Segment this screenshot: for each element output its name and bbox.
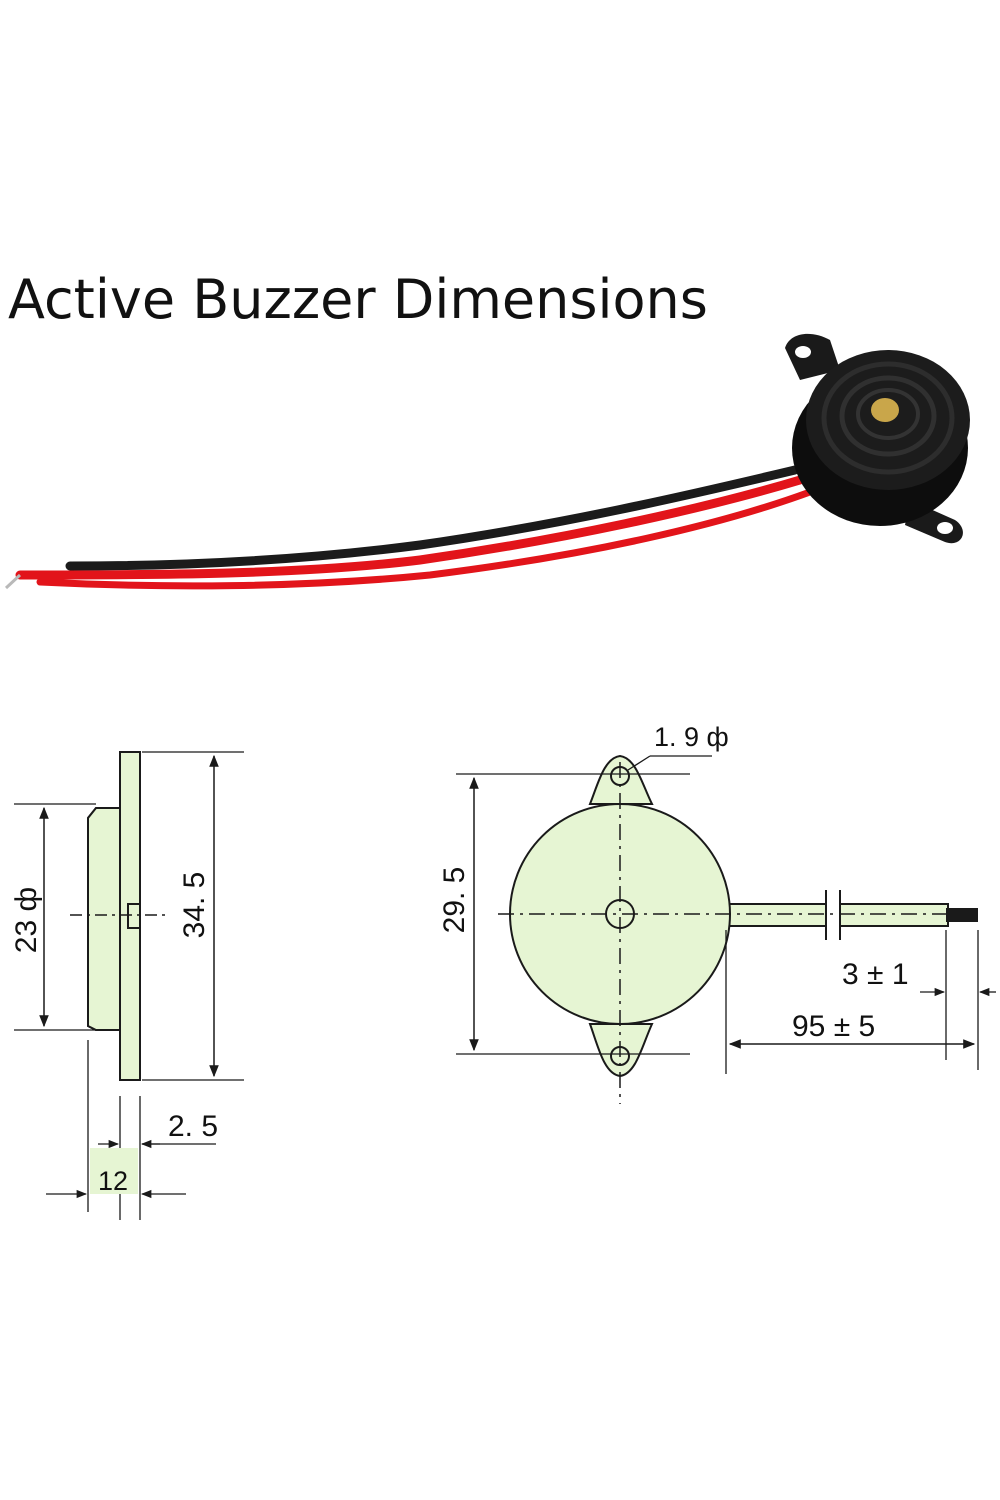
sound-hole bbox=[871, 398, 899, 422]
depth-box bbox=[90, 1148, 138, 1194]
dim-label-strip: 3 ± 1 bbox=[842, 958, 909, 991]
cable-break bbox=[826, 890, 840, 940]
mounting-ear-top bbox=[785, 333, 840, 380]
red-wire bbox=[15, 475, 805, 580]
page-title: Active Buzzer Dimensions bbox=[8, 268, 708, 331]
dim-label-diameter: 23 ф bbox=[10, 887, 43, 953]
side-case bbox=[87, 807, 121, 1031]
dim-label-depth: 12 bbox=[98, 1166, 128, 1196]
dim-label-flange: 2. 5 bbox=[168, 1110, 218, 1143]
front-view-drawing: 1. 9 ф 29. 5 3 ± 1 95 ± 5 bbox=[438, 722, 996, 1104]
cable-tip bbox=[946, 908, 978, 922]
dim-label-hole: 1. 9 ф bbox=[654, 722, 729, 752]
wire-tip bbox=[4, 573, 22, 590]
dim-label-lead: 95 ± 5 bbox=[792, 1010, 875, 1043]
side-notch bbox=[127, 903, 141, 929]
red-wire-lower bbox=[36, 488, 814, 590]
dim-label-front-height: 29. 5 bbox=[438, 867, 471, 934]
active-buzzer-photo-icon bbox=[4, 333, 970, 590]
dim-label-height: 34. 5 bbox=[178, 872, 211, 939]
black-wire bbox=[65, 465, 800, 571]
side-view-drawing: 23 ф 34. 5 2. 5 12 bbox=[10, 751, 244, 1220]
